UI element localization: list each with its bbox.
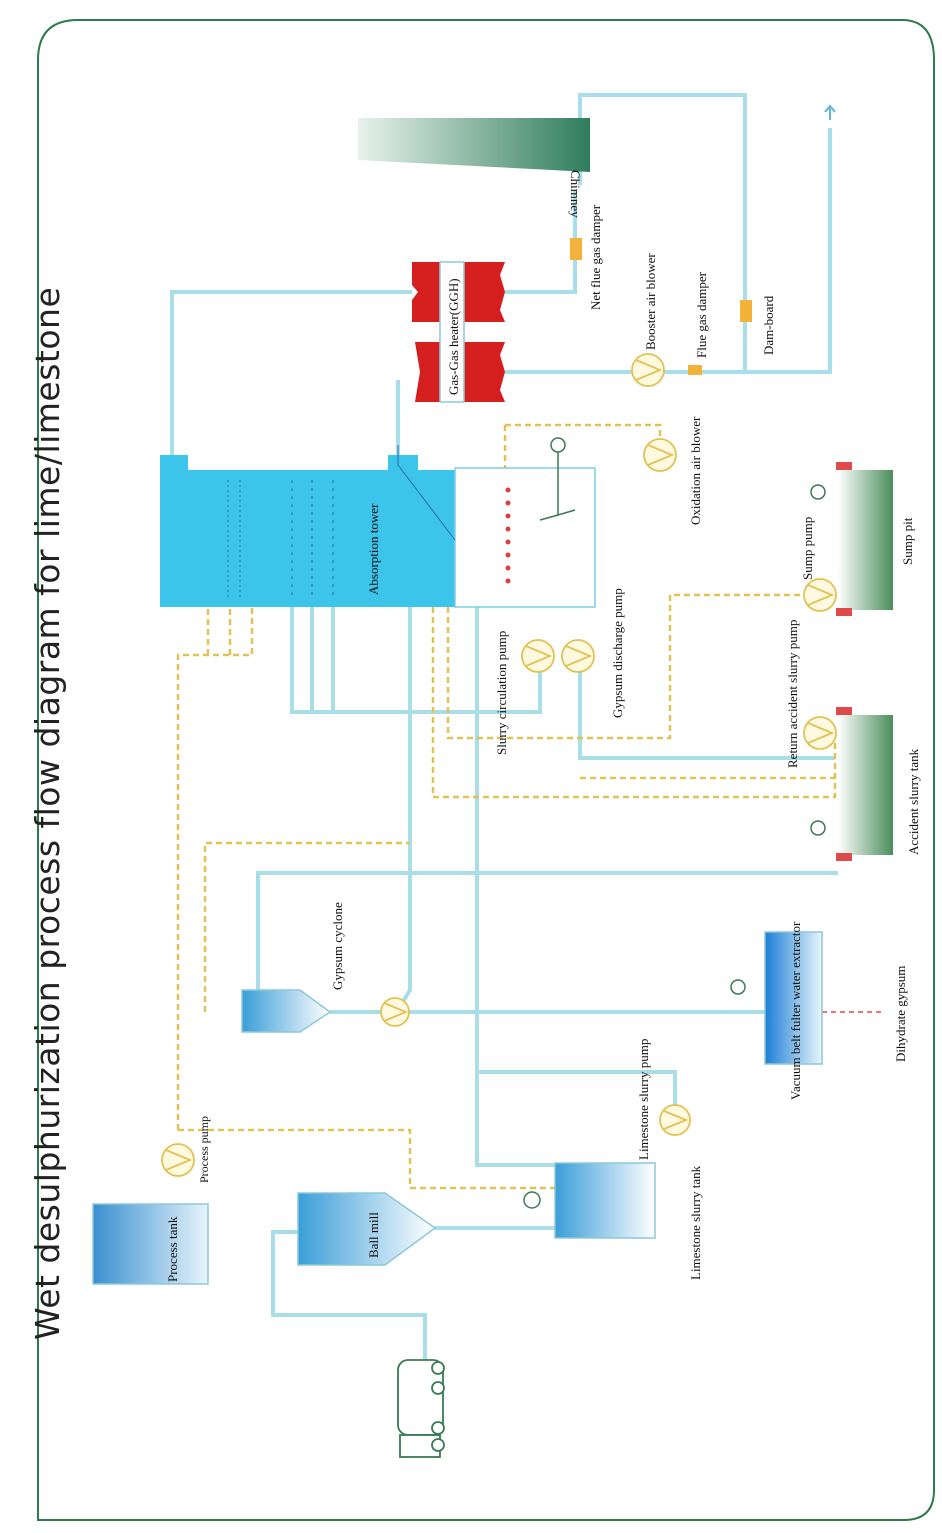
pipe-limestone-pump [477,1070,677,1115]
absorption-tower [160,437,596,608]
label-gypsum-discharge-pump: Gypsum discharge pump [610,588,625,718]
label-chimney: Chimney [568,170,583,218]
label-limestone-slurry-pump: Limestone slurry pump [636,1039,651,1160]
label-net-flue-gas-damper: Net flue gas damper [588,204,603,310]
pipe-tower-to-ggh [170,290,412,470]
line-oxidation-air [505,423,662,440]
pipe-ggh-to-booster [505,128,832,374]
pumps [161,353,837,1177]
pipe-ggh-to-chimney [505,190,577,294]
gypsum-discharge-pump [561,639,595,673]
limestone-slurry-pump [659,1104,691,1136]
label-vacuum-belt-filter: Vacuum belt fulter water extractor [788,921,803,1100]
label-process-pump: Process pump [197,1116,211,1183]
dam-board [740,300,752,322]
label-flue-gas-damper: Flue gas damper [694,271,709,358]
label-process-tank: Process tank [165,1216,180,1282]
outlet-arrow-icon [824,104,836,120]
sump-pump [803,578,837,612]
flue-gas-damper [688,365,702,375]
page-title: Wet desulphurization process flow diagra… [28,286,67,1340]
sump-pit [810,462,893,616]
dampers [570,238,752,375]
limestone-slurry-tank [523,1162,656,1239]
label-oxidation-air-blower: Oxidation air blower [688,416,703,525]
label-slurry-circulation-pump: Slurry circulation pump [494,631,509,755]
label-booster-air-blower: Booster air blower [643,253,658,350]
label-return-accident-slurry-pump: Return accident slurry pump [785,620,800,768]
pipe-limestone-slurry [475,607,555,1167]
pipe-recirc-1 [290,607,542,714]
gypsum-cyclone [241,989,332,1033]
ball-mill [297,1192,437,1266]
process-pump [161,1143,195,1177]
net-flue-gas-damper [570,238,582,260]
slurry-circulation-pump [521,639,555,673]
line-process-water [176,607,254,1130]
ggh [412,261,505,403]
label-ball-mill: Ball mill [366,1212,381,1258]
pipe-to-cyclone [396,607,412,1012]
line-accident-2 [446,593,810,740]
return-accident-slurry-pump [803,716,837,750]
label-dam-board: Dam-board [761,295,776,355]
line-accident-return [431,607,837,799]
label-absorption-tower: Absorption tower [366,503,381,595]
line-cyclone-return [203,841,410,1012]
label-sump-pump: Sump pump [800,517,815,580]
labels: Chimney Net flue gas damper Gas-Gas heat… [165,170,921,1282]
oxidation-air-blower [643,438,677,472]
truck-icon [397,1359,445,1458]
pipe-flue-branch [578,93,747,372]
label-ggh: Gas-Gas heater(GGH) [446,278,461,395]
label-gypsum-cyclone: Gypsum cyclone [330,902,345,990]
pipe-gypsum-discharge [578,660,835,760]
pipe-truck-to-mill [271,1230,427,1400]
dashed-lines [176,423,837,1190]
pipe-cyclone-overflow [256,871,838,990]
cyclone-feed-pump [380,997,410,1027]
label-limestone-slurry-tank: Limestone slurry tank [688,1165,703,1280]
label-sump-pit: Sump pit [900,517,915,565]
booster-air-blower [631,353,665,387]
vacuum-belt-filter [730,931,823,1065]
accident-slurry-tank [810,707,893,861]
chimney [358,118,590,172]
label-accident-slurry-tank: Accident slurry tank [906,748,921,855]
process-tank [92,1203,209,1285]
line-process-to-limestone [178,1128,555,1190]
label-dihydrate-gypsum: Dihydrate gypsum [893,966,908,1062]
frame-border [37,19,935,1521]
